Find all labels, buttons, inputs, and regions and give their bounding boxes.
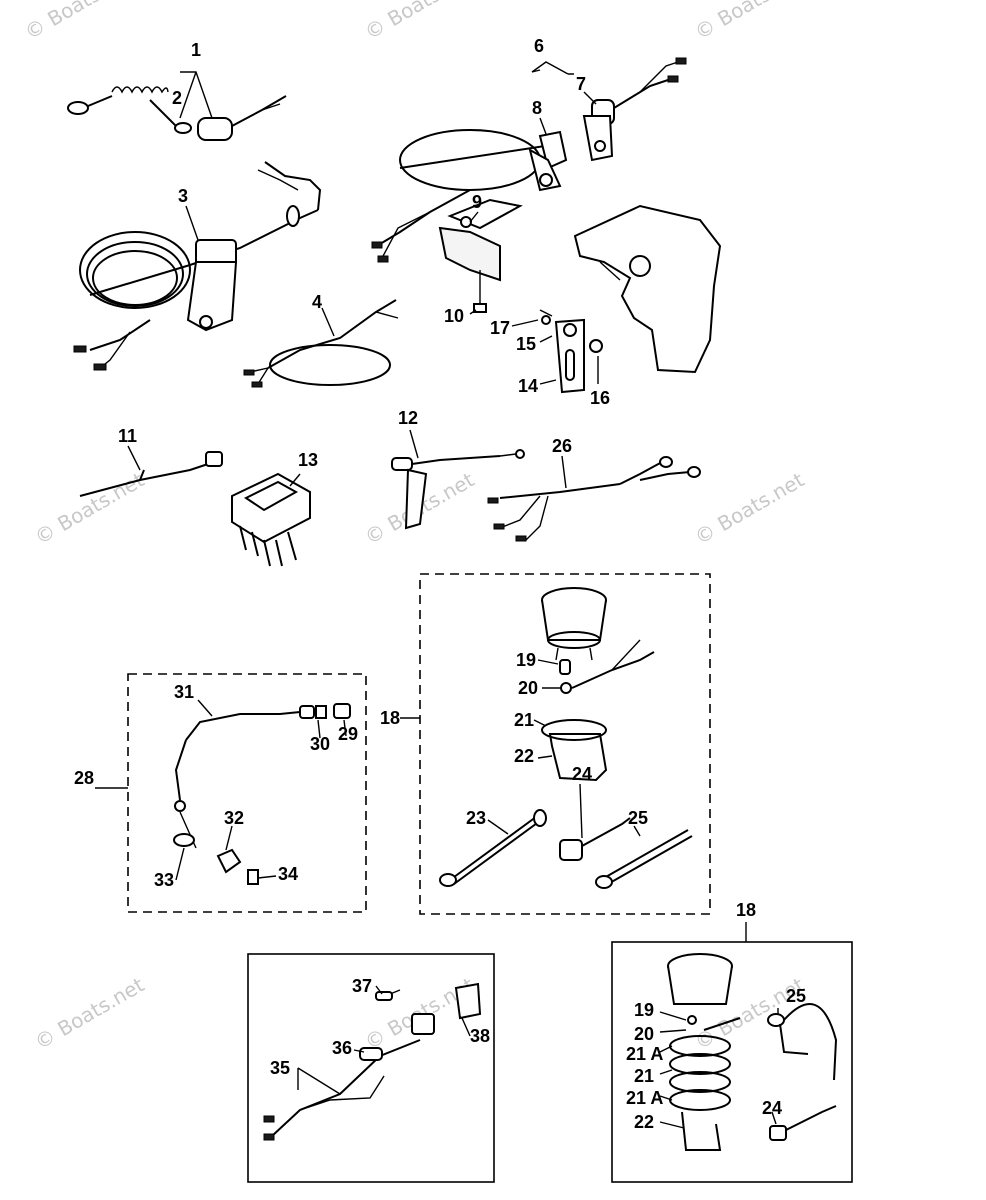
callout-15: 15 bbox=[516, 334, 536, 354]
leader-lines bbox=[127, 69, 779, 1129]
throttle-cable-31 bbox=[173, 703, 351, 885]
callout-21-b: 21 bbox=[634, 1066, 654, 1086]
callout-19: 19 bbox=[516, 650, 536, 670]
callout-38: 38 bbox=[470, 1026, 490, 1046]
harness-35 bbox=[263, 982, 482, 1141]
stop-switch-body bbox=[197, 117, 233, 141]
stop-switch-assembly bbox=[67, 71, 287, 141]
callout-18-box: 18 bbox=[380, 708, 400, 728]
callout-21: 21 bbox=[514, 710, 534, 730]
lanyard-coil bbox=[111, 86, 169, 94]
callout-23: 23 bbox=[466, 808, 486, 828]
callout-25: 25 bbox=[628, 808, 648, 828]
callout-9: 9 bbox=[472, 192, 482, 212]
harness-25b bbox=[767, 1003, 838, 1081]
callout-10: 10 bbox=[444, 306, 464, 326]
callout-19-b: 19 bbox=[634, 1000, 654, 1020]
callout-30: 30 bbox=[310, 734, 330, 754]
harness-25a bbox=[595, 829, 693, 889]
callout-13: 13 bbox=[298, 450, 318, 470]
callout-1: 1 bbox=[191, 40, 201, 60]
harness-23 bbox=[439, 809, 547, 887]
callout-37: 37 bbox=[352, 976, 372, 996]
switch-7 bbox=[531, 57, 687, 162]
callout-17: 17 bbox=[490, 318, 510, 338]
watermark: © Boats.net bbox=[31, 467, 149, 549]
callout-28: 28 bbox=[74, 768, 94, 788]
harness-8-loop bbox=[371, 129, 568, 263]
callout-25-b: 25 bbox=[786, 986, 806, 1006]
grommet bbox=[286, 205, 300, 227]
callout-22: 22 bbox=[514, 746, 534, 766]
callout-22-b: 22 bbox=[634, 1112, 654, 1132]
callout-7: 7 bbox=[576, 74, 586, 94]
harness-3 bbox=[73, 161, 322, 371]
harness-12 bbox=[391, 449, 525, 530]
callout-24: 24 bbox=[572, 764, 592, 784]
callout-34: 34 bbox=[278, 864, 298, 884]
callout-4: 4 bbox=[312, 292, 322, 312]
lanyard-clip-2 bbox=[174, 122, 192, 134]
harness-24b bbox=[769, 1105, 837, 1141]
callout-32: 32 bbox=[224, 808, 244, 828]
callout-24-b: 24 bbox=[762, 1098, 782, 1118]
harness-24a bbox=[559, 817, 631, 861]
callout-8: 8 bbox=[532, 98, 542, 118]
callout-36: 36 bbox=[332, 1038, 352, 1058]
cable-11 bbox=[79, 451, 223, 497]
callout-31: 31 bbox=[174, 682, 194, 702]
watermark: © Boats.net bbox=[691, 467, 809, 549]
callout-21A-b: 21 A bbox=[626, 1044, 663, 1064]
kit-box-18b bbox=[611, 941, 853, 1183]
watermark: © Boats.net bbox=[31, 972, 149, 1054]
callout-35: 35 bbox=[270, 1058, 290, 1078]
module-13 bbox=[231, 472, 311, 567]
engine-bracket bbox=[573, 204, 722, 374]
callouts: 1 2 3 4 6 7 8 9 10 11 12 13 14 15 16 17 … bbox=[74, 36, 806, 1132]
bracket-9 bbox=[438, 198, 523, 313]
gauge-18a bbox=[541, 587, 655, 782]
callout-11: 11 bbox=[118, 426, 137, 446]
kit-box-35 bbox=[247, 953, 495, 1183]
harness-26 bbox=[487, 456, 701, 542]
callout-16: 16 bbox=[590, 388, 610, 408]
harness-4 bbox=[243, 299, 399, 388]
watermarks: © Boats.net © Boats.net © Boats.net © Bo… bbox=[21, 0, 809, 1054]
watermark: © Boats.net bbox=[361, 0, 479, 44]
callout-18-box-b: 18 bbox=[736, 900, 756, 920]
watermark: © Boats.net bbox=[21, 0, 139, 44]
mount-plate-14 bbox=[539, 309, 603, 394]
callout-20-b: 20 bbox=[634, 1024, 654, 1044]
callout-26: 26 bbox=[552, 436, 572, 456]
watermark: © Boats.net bbox=[691, 0, 809, 44]
callout-29: 29 bbox=[338, 724, 358, 744]
callout-14: 14 bbox=[518, 376, 538, 396]
callout-20: 20 bbox=[518, 678, 538, 698]
kit-box-28 bbox=[127, 673, 367, 913]
callout-12: 12 bbox=[398, 408, 418, 428]
callout-33: 33 bbox=[154, 870, 174, 890]
bracket-plate-3 bbox=[186, 261, 238, 332]
lanyard-clip bbox=[67, 101, 89, 115]
callout-6: 6 bbox=[534, 36, 544, 56]
callout-21A-c: 21 A bbox=[626, 1088, 663, 1108]
callout-3: 3 bbox=[178, 186, 188, 206]
callout-2: 2 bbox=[172, 88, 182, 108]
